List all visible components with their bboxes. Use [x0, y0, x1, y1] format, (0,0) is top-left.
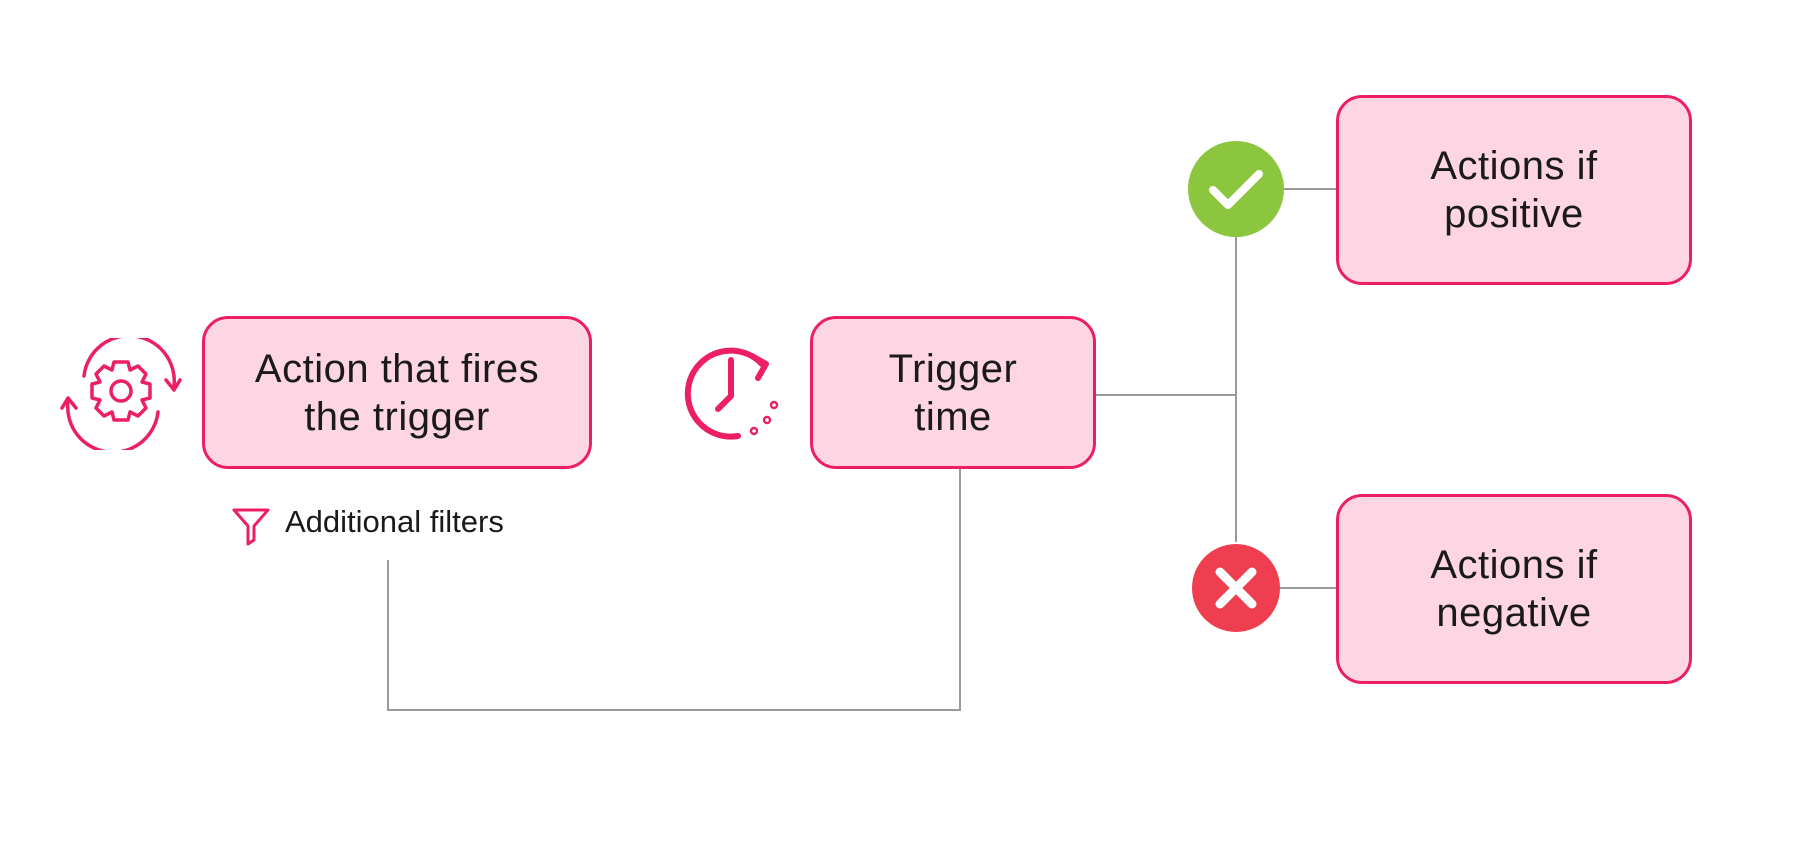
- action-trigger-box: Action that fires the trigger: [202, 316, 592, 469]
- filter-to-time-connector: [387, 468, 961, 711]
- x-circle-icon: [1192, 544, 1280, 632]
- negative-actions-box: Actions if negative: [1336, 494, 1692, 684]
- positive-actions-box: Actions if positive: [1336, 95, 1692, 285]
- gear-cycle-icon: [60, 338, 182, 450]
- clock-timer-icon: [684, 347, 779, 440]
- action-trigger-label: Action that fires the trigger: [254, 346, 540, 439]
- trigger-time-box: Trigger time: [810, 316, 1096, 469]
- negative-actions-label: Actions if negative: [1430, 543, 1598, 635]
- additional-filters-label: Additional filters: [285, 504, 504, 539]
- funnel-icon: [232, 508, 270, 546]
- check-circle-icon: [1188, 141, 1284, 237]
- positive-actions-label: Actions if positive: [1430, 144, 1598, 236]
- trigger-time-label: Trigger time: [888, 346, 1018, 439]
